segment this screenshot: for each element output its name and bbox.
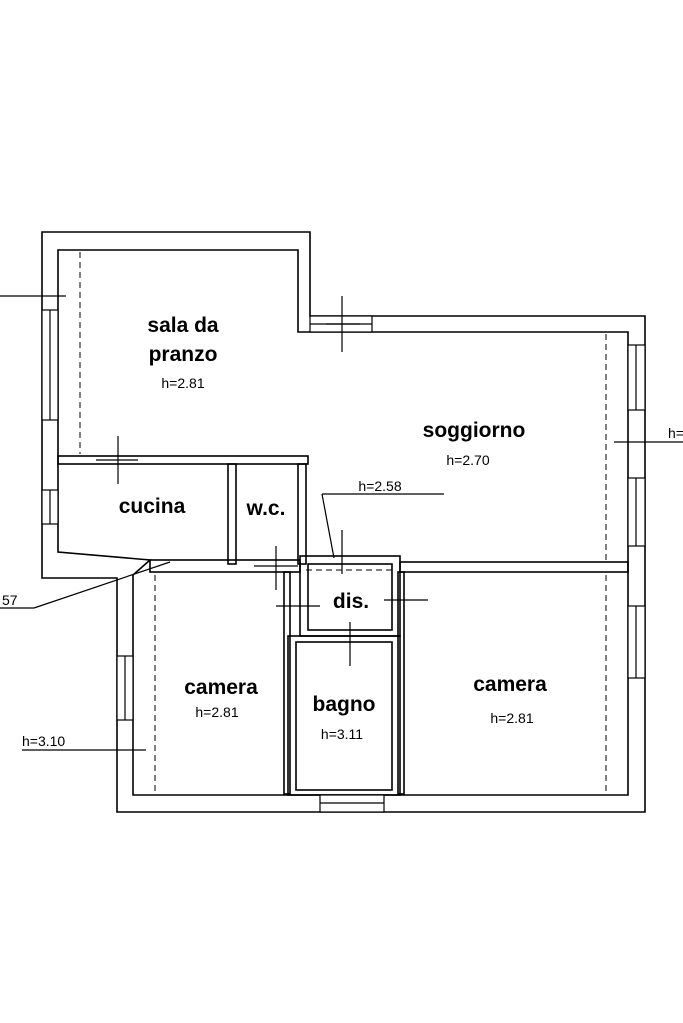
ceiling-dashed-lines [79,252,607,792]
room-label-sala-line1: sala da [147,314,219,337]
windows [41,309,646,813]
room-height-camera-right: h=2.81 [490,710,533,726]
room-height-dis: h=2.58 [358,478,401,494]
markers-and-leaders [0,295,683,751]
edge-label-left-cut: 57 [2,592,18,608]
room-label-camera-left: camera [184,676,258,699]
outer-wall-outline [41,231,646,813]
room-label-bagno: bagno [313,693,376,716]
room-label-camera-right: camera [473,673,547,696]
room-label-wc: w.c. [246,497,286,520]
room-height-soggiorno: h=2.70 [446,452,489,468]
room-height-camera-left: h=2.81 [195,704,238,720]
edge-label-right-cut: h= [668,425,683,441]
edge-label-left-lower: h=3.10 [22,733,65,749]
room-height-sala: h=2.81 [161,375,204,391]
room-label-sala-line2: pranzo [149,343,218,366]
room-height-bagno: h=3.11 [321,726,363,742]
room-label-soggiorno: soggiorno [423,419,526,442]
room-label-dis: dis. [333,590,369,613]
room-label-cucina: cucina [119,495,186,518]
